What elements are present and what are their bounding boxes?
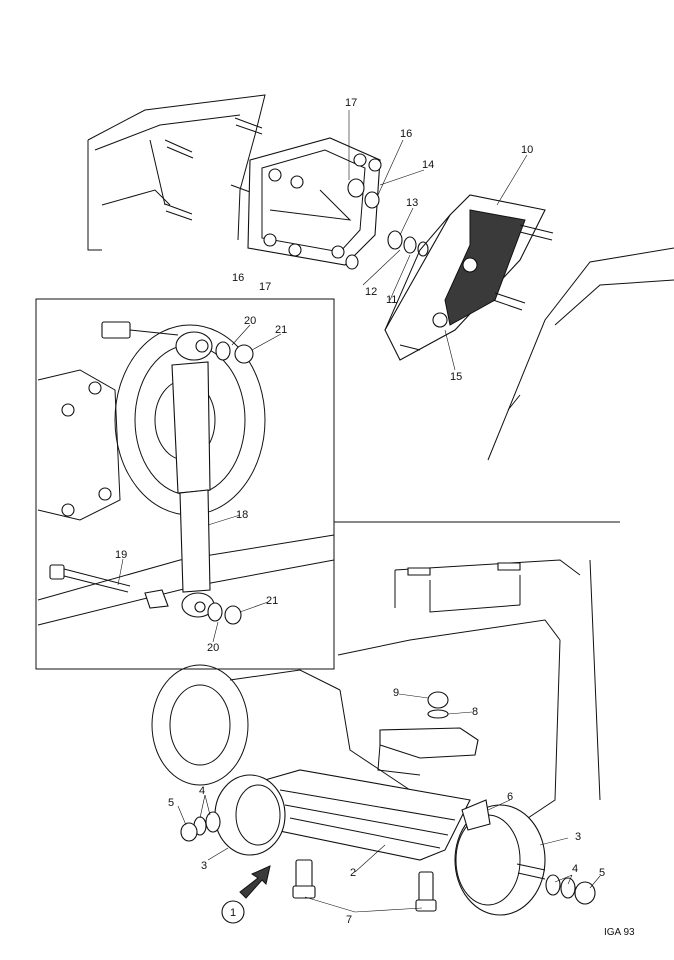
callout-17: 17 — [345, 97, 357, 109]
callout-labels: 17 16 14 10 13 16 17 12 11 15 20 21 18 1… — [115, 97, 635, 938]
callout-4-right: 4 — [572, 863, 578, 875]
callout-16: 16 — [400, 128, 412, 140]
callout-21-top: 21 — [275, 324, 287, 336]
callout-20-bottom: 20 — [207, 642, 219, 654]
housing-bolts — [61, 381, 112, 517]
callout-6: 6 — [507, 791, 513, 803]
callout-9: 9 — [393, 687, 399, 699]
callout-4-left: 4 — [199, 785, 205, 797]
washer-stack — [387, 230, 429, 257]
callout-21-bottom: 21 — [266, 595, 278, 607]
callout-1: 1 — [230, 907, 236, 919]
callout-10: 10 — [521, 144, 533, 156]
callout-8: 8 — [472, 706, 478, 718]
leader-lines — [117, 110, 601, 913]
callout-20-top: 20 — [244, 315, 256, 327]
callout-2: 2 — [350, 867, 356, 879]
direction-arrow — [239, 865, 271, 899]
callout-17-lower: 17 — [259, 281, 271, 293]
callout-13: 13 — [406, 197, 418, 209]
callout-3-right: 3 — [575, 831, 581, 843]
shock-absorber-inset — [35, 298, 335, 670]
callout-7: 7 — [346, 914, 352, 926]
rubber-mounting — [384, 194, 554, 361]
chassis-studs — [164, 117, 263, 221]
figure-code: IGA 93 — [604, 927, 635, 938]
callout-15: 15 — [450, 371, 462, 383]
callout-14: 14 — [422, 159, 434, 171]
callout-3-left: 3 — [201, 860, 207, 872]
mounting-bracket — [247, 137, 381, 266]
view-circle-marker — [221, 900, 245, 924]
callout-12: 12 — [365, 286, 377, 298]
callout-19: 19 — [115, 549, 127, 561]
callout-16-lower: 16 — [232, 272, 244, 284]
callout-11: 11 — [386, 294, 397, 306]
callout-5-right: 5 — [599, 867, 605, 879]
bracket-nuts — [345, 153, 382, 270]
bottom-mounting-assembly — [151, 521, 620, 924]
callout-18: 18 — [236, 509, 248, 521]
callout-5-left: 5 — [168, 797, 174, 809]
top-mounting-assembly — [87, 94, 674, 461]
